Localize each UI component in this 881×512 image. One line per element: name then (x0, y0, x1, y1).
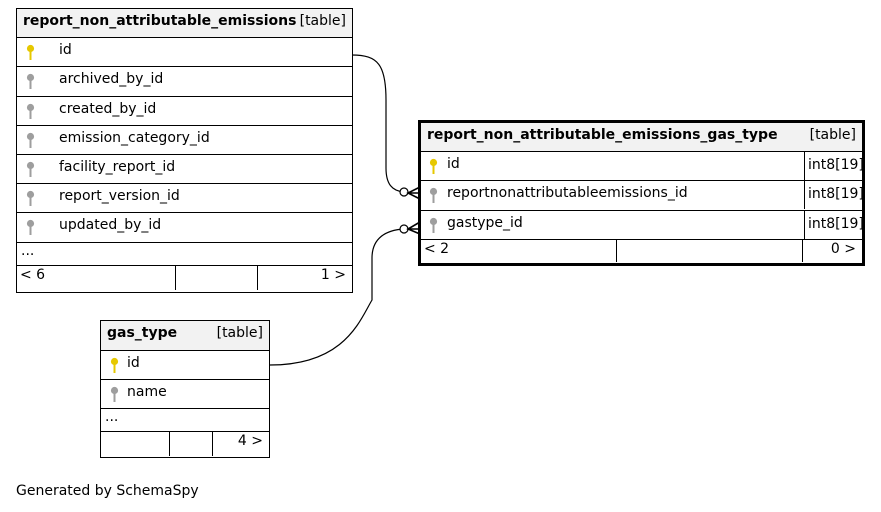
table-kind: [table] (216, 325, 263, 341)
relationship-gastype-link (269, 228, 405, 366)
parents-count-cell[interactable]: 0 > (803, 240, 862, 262)
table-header: report_non_attributable_emissions [table… (17, 9, 352, 39)
column-row-id[interactable]: id (101, 351, 269, 381)
foreign-key-icon (26, 191, 35, 207)
primary-key-icon (26, 45, 35, 61)
foreign-key-icon (26, 74, 35, 90)
foreign-key-icon (26, 132, 35, 148)
column-name: report_version_id (59, 188, 180, 205)
children-count: < 6 (20, 266, 46, 283)
column-name: facility_report_id (59, 158, 176, 175)
foreign-key-icon (429, 188, 438, 204)
parents-count-cell[interactable]: 1 > (258, 266, 352, 290)
foreign-key-icon (26, 103, 35, 119)
column-name: name (127, 384, 167, 401)
column-name: updated_by_id (59, 217, 162, 234)
column-row-name[interactable]: name (101, 380, 269, 410)
more-columns-row: ... (101, 409, 269, 433)
footer-middle-cell (170, 432, 213, 457)
column-name: emission_category_id (59, 129, 210, 146)
parents-count: 1 > (320, 266, 346, 283)
relationship-rnae-to-gas-type-link (351, 54, 405, 193)
column-row-id[interactable]: id int8[19] (421, 152, 864, 182)
more-columns-ellipsis: ... (21, 242, 35, 259)
column-type: int8[19] (804, 210, 864, 239)
primary-key-icon (429, 159, 438, 175)
table-name[interactable]: report_non_attributable_emissions_gas_ty… (427, 127, 778, 143)
column-type: int8[19] (804, 152, 864, 181)
column-row-facility-report-id[interactable]: facility_report_id (17, 155, 352, 185)
column-row-emission-category-id[interactable]: emission_category_id (17, 126, 352, 155)
table-footer: < 6 1 > (17, 265, 352, 290)
column-row-reportnonattributableemissions-id[interactable]: reportnonattributableemissions_id int8[1… (421, 181, 864, 211)
table-gas-type[interactable]: gas_type [table] id name ... 4 > (100, 320, 270, 458)
table-footer: < 2 0 > (421, 239, 862, 262)
table-report-non-attributable-emissions[interactable]: report_non_attributable_emissions [table… (16, 8, 353, 293)
table-header: gas_type [table] (101, 321, 269, 351)
primary-key-icon (110, 357, 119, 373)
table-name[interactable]: report_non_attributable_emissions (23, 13, 297, 29)
table-header: report_non_attributable_emissions_gas_ty… (421, 123, 862, 153)
children-count-cell[interactable]: < 6 (17, 265, 176, 290)
table-footer: 4 > (101, 432, 269, 457)
foreign-key-icon (26, 220, 35, 236)
table-kind: [table] (809, 127, 856, 143)
generated-by-label: Generated by SchemaSpy (16, 483, 199, 499)
column-name: reportnonattributableemissions_id (447, 185, 688, 202)
column-row-created-by-id[interactable]: created_by_id (17, 97, 352, 126)
footer-middle-cell (617, 239, 803, 262)
column-type: int8[19] (804, 181, 864, 210)
table-report-non-attributable-emissions-gas-type[interactable]: report_non_attributable_emissions_gas_ty… (418, 120, 865, 266)
column-name: id (447, 156, 460, 173)
table-kind: [table] (299, 13, 346, 29)
foreign-key-icon (110, 387, 119, 403)
column-name: gastype_id (447, 214, 523, 231)
column-row-gastype-id[interactable]: gastype_id int8[19] (421, 210, 864, 240)
more-columns-ellipsis: ... (105, 409, 119, 426)
column-row-archived-by-id[interactable]: archived_by_id (17, 67, 352, 97)
parents-count: 0 > (830, 240, 856, 257)
children-count-cell[interactable] (101, 432, 170, 457)
column-name: created_by_id (59, 100, 157, 117)
parents-count: 4 > (237, 433, 263, 450)
more-columns-row: ... (17, 243, 352, 266)
children-count: < 2 (424, 240, 450, 257)
column-name: id (127, 355, 140, 371)
children-count-cell[interactable]: < 2 (421, 239, 617, 262)
foreign-key-icon (429, 217, 438, 233)
column-row-id[interactable]: id (17, 38, 352, 68)
foreign-key-icon (26, 161, 35, 177)
footer-middle-cell (176, 265, 258, 290)
column-name: id (59, 42, 72, 59)
parents-count-cell[interactable]: 4 > (213, 432, 269, 456)
column-name: archived_by_id (59, 71, 164, 88)
table-name[interactable]: gas_type (107, 325, 178, 341)
zero-or-many-marker (399, 187, 409, 197)
column-row-updated-by-id[interactable]: updated_by_id (17, 213, 352, 243)
column-row-report-version-id[interactable]: report_version_id (17, 184, 352, 214)
